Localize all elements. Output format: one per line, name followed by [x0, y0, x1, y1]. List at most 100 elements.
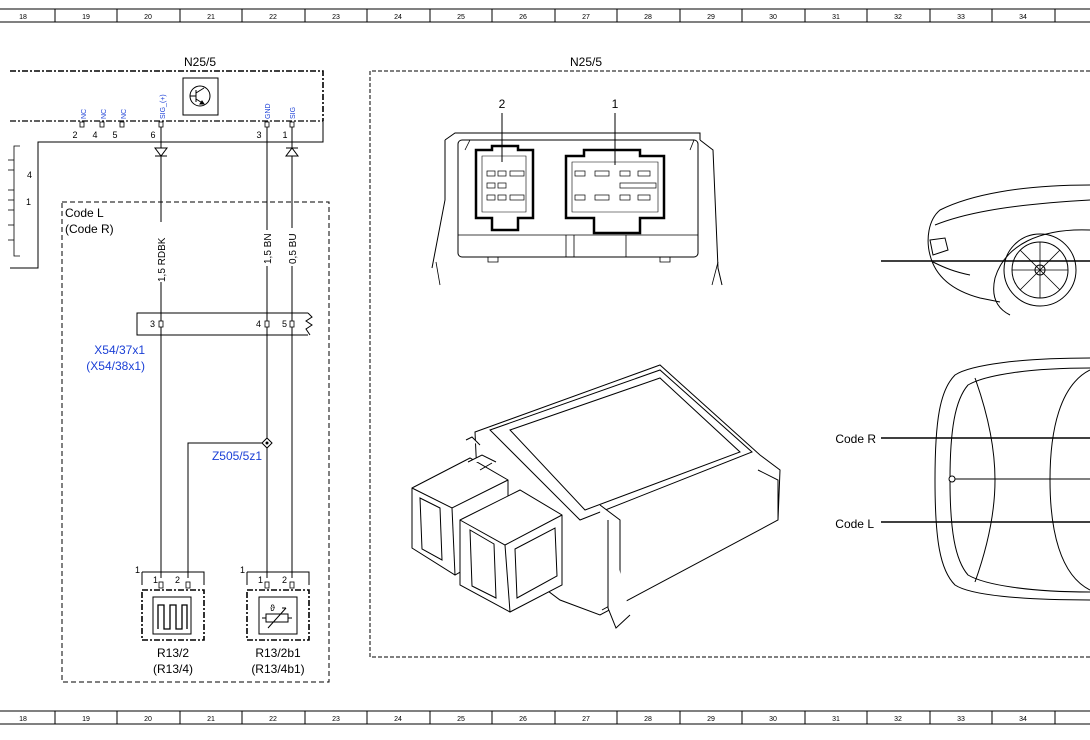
ruler-col: 31: [832, 14, 840, 21]
pin-number: 5: [112, 130, 117, 140]
module-pin: SIG 1: [282, 107, 297, 140]
ruler-col: 22: [269, 14, 277, 21]
module-box: [10, 70, 324, 121]
module-pin: NC 2: [72, 109, 88, 140]
wire-splice-branch: [187, 442, 267, 578]
ruler-col: 27: [582, 14, 590, 21]
pin-signal: SIG_(+): [160, 94, 167, 119]
connector-pin: 5: [282, 319, 287, 329]
arrow-up-icon: [285, 147, 299, 157]
bottom-ruler: 18 19 20 21 22 23 24 25 26 27 28 29 30 3…: [0, 710, 1090, 725]
component-corner: 1: [135, 565, 140, 575]
locator-frame: [369, 70, 1090, 658]
module-pin: NC 5: [112, 109, 128, 140]
ruler-col: 34: [1019, 716, 1027, 723]
ruler-col: 32: [894, 716, 902, 723]
component-pin: 2: [175, 575, 180, 585]
component-alt-name: (R13/4): [153, 662, 193, 676]
wire-label: 1,5 RDBK: [157, 237, 168, 282]
code-main-label: Code L: [65, 206, 104, 220]
ruler-col: 20: [144, 716, 152, 723]
transistor-symbol: [189, 85, 211, 107]
svg-text:ϑ: ϑ: [270, 603, 275, 613]
connector-alt-id[interactable]: (X54/38x1): [86, 359, 145, 373]
ruler-col: 28: [644, 14, 652, 21]
component-pin: 1: [153, 575, 158, 585]
ruler-col: 26: [519, 716, 527, 723]
ruler-col: 30: [769, 14, 777, 21]
ruler-col: 30: [769, 716, 777, 723]
wire-label: 0,5 BU: [288, 233, 299, 264]
pin-signal: SIG: [290, 107, 297, 119]
module-pin: SIG_(+) 6: [150, 94, 167, 140]
module-pin: GND 3: [256, 103, 272, 140]
pin-signal: NC: [121, 109, 128, 119]
module-pin: NC 4: [92, 109, 108, 140]
ruler-col: 21: [207, 14, 215, 21]
pin-signal: NC: [101, 109, 108, 119]
pin-signal: NC: [81, 109, 88, 119]
connector-pin: 4: [256, 319, 261, 329]
pin-number: 4: [92, 130, 97, 140]
component-pin: 2: [282, 575, 287, 585]
ruler-col: 21: [207, 716, 215, 723]
side-pin: 4: [27, 170, 32, 180]
ruler-col: 29: [707, 716, 715, 723]
pin-number: 6: [150, 130, 155, 140]
connector-face-drawing: [431, 132, 723, 286]
locator-connector-label: 2: [499, 97, 506, 111]
component-alt-name: (R13/4b1): [251, 662, 304, 676]
ruler-col: 33: [957, 14, 965, 21]
connector-pin: 3: [150, 319, 155, 329]
ruler-col: 23: [332, 14, 340, 21]
ruler-col: 24: [394, 14, 402, 21]
locator-connector-label: 1: [612, 97, 619, 111]
temperature-sensor-component[interactable]: [246, 589, 310, 641]
pin-number: 2: [72, 130, 77, 140]
ruler-col: 23: [332, 716, 340, 723]
ruler-col: 25: [457, 14, 465, 21]
schematic: N25/5 NC 2 NC 4 NC 5 SIG_(+): [8, 55, 330, 683]
ruler-col: 32: [894, 14, 902, 21]
module-isometric-drawing: [411, 364, 781, 629]
splice-id[interactable]: Z505/5z1: [212, 449, 262, 463]
ruler-col: 28: [644, 716, 652, 723]
ruler-col: 19: [82, 14, 90, 21]
thermistor-icon: ϑ: [262, 603, 292, 629]
ruler-col: 27: [582, 716, 590, 723]
ruler-col: 26: [519, 14, 527, 21]
arrow-down-icon: [154, 147, 168, 157]
connector-id[interactable]: X54/37x1: [94, 343, 145, 357]
pin-number: 1: [282, 130, 287, 140]
ruler-col: 22: [269, 716, 277, 723]
transistor-icon: [182, 77, 219, 116]
left-harness: [10, 121, 324, 269]
code-r-label: Code R: [835, 432, 876, 446]
ruler-col: 31: [832, 716, 840, 723]
heater-icon: [157, 604, 188, 630]
ruler-col: 33: [957, 716, 965, 723]
car-side-drawing: [881, 184, 1090, 316]
ruler-col: 19: [82, 716, 90, 723]
inline-connector: [136, 312, 308, 336]
component-corner: 1: [240, 565, 245, 575]
heater-component[interactable]: [141, 589, 205, 641]
pin-number: 3: [256, 130, 261, 140]
code-alt-label: (Code R): [65, 222, 114, 236]
connector-break-icon: [305, 312, 313, 336]
ruler-col: 25: [457, 716, 465, 723]
component-name: R13/2b1: [255, 646, 301, 660]
ruler-col: 34: [1019, 14, 1027, 21]
component-name: R13/2: [157, 646, 189, 660]
top-ruler: 18 19 20 21 22 23 24 25 26 27 28 29 30 3…: [0, 8, 1090, 23]
ruler-col: 20: [144, 14, 152, 21]
locator-title: N25/5: [570, 55, 602, 69]
code-box: [61, 201, 330, 683]
ruler-col: 24: [394, 716, 402, 723]
wire-label: 1,5 BN: [263, 233, 274, 264]
ruler-col: 18: [19, 14, 27, 21]
code-l-label: Code L: [835, 517, 874, 531]
ruler-col: 29: [707, 14, 715, 21]
ruler-col: 18: [19, 716, 27, 723]
